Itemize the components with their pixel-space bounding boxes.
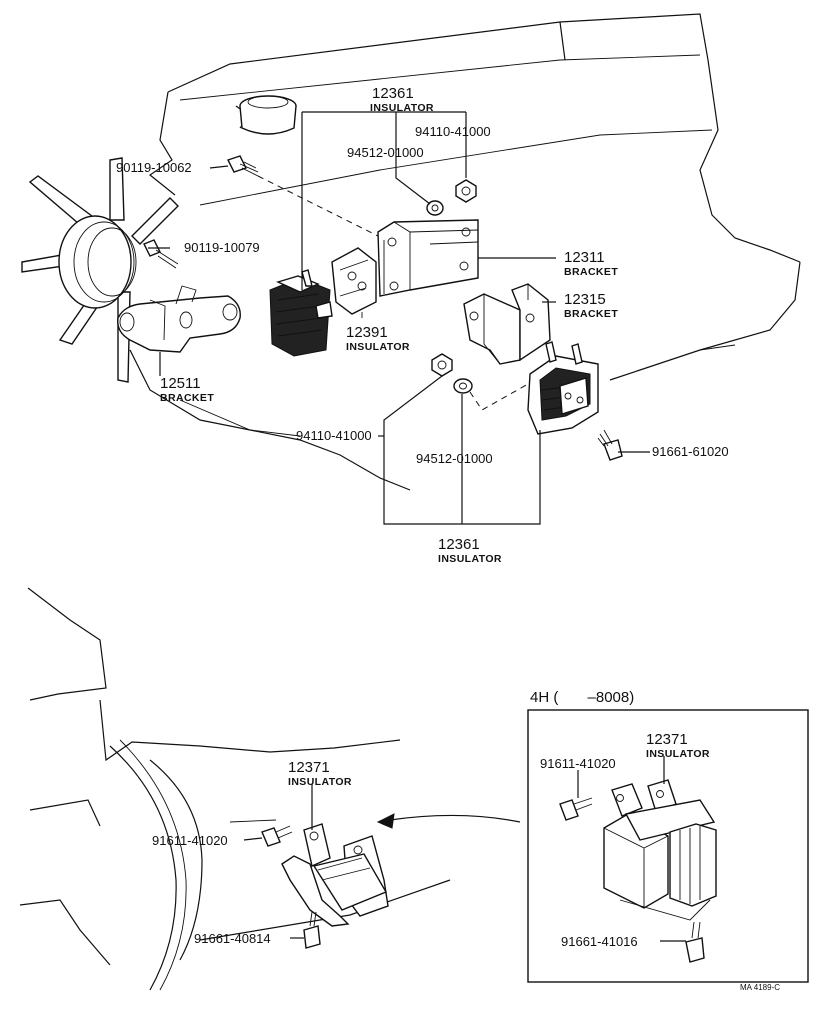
insulator-12371-main-icon bbox=[281, 823, 389, 927]
label-91611-41020-main: 91611-41020 bbox=[152, 833, 228, 848]
label-91661-40814: 91661-40814 bbox=[194, 931, 271, 946]
label-91611-41020-inset: 91611-41020 bbox=[540, 756, 616, 771]
bolt-91661-41016-icon bbox=[685, 921, 705, 963]
bolt-91611-inset-icon bbox=[559, 797, 593, 821]
label-12361-top-name: INSULATOR bbox=[370, 102, 434, 114]
bracket-12311-icon bbox=[377, 219, 479, 297]
bolt-91611-main-icon bbox=[261, 825, 293, 847]
leader-lines-lower bbox=[243, 784, 313, 939]
engine-outline-upper bbox=[129, 13, 801, 491]
label-90119-10079: 90119-10079 bbox=[184, 240, 260, 255]
insulator-12361-lower-icon bbox=[527, 341, 599, 435]
transmission-outline-lower bbox=[19, 587, 451, 991]
label-12511-name: BRACKET bbox=[160, 392, 214, 404]
washer-94512-lower-icon bbox=[453, 378, 473, 394]
label-94512-01000-top: 94512-01000 bbox=[347, 145, 424, 160]
label-94512-01000-lower: 94512-01000 bbox=[416, 451, 493, 466]
label-12371-main-name: INSULATOR bbox=[288, 776, 352, 788]
diagram-reference-code: MA 4189-C bbox=[740, 983, 780, 992]
bolt-91661-61020-icon bbox=[597, 429, 623, 461]
label-12391: 12391 bbox=[346, 324, 388, 341]
label-12311: 12311 bbox=[564, 249, 605, 266]
inset-panel-4h bbox=[527, 709, 809, 983]
leader-lines-inset bbox=[577, 756, 686, 942]
bolt-90119-10079-icon bbox=[143, 239, 179, 269]
bolt-91661-40814-icon bbox=[303, 911, 321, 949]
insulator-12371-inset-icon bbox=[603, 779, 717, 921]
bracket-12315-icon bbox=[463, 283, 551, 365]
cooling-fan bbox=[21, 157, 179, 383]
nut-94110-lower-icon bbox=[431, 353, 453, 377]
label-12361-lower: 12361 bbox=[438, 536, 480, 553]
label-12315-name: BRACKET bbox=[564, 308, 618, 320]
label-94110-41000-lower: 94110-41000 bbox=[296, 428, 372, 443]
label-12511: 12511 bbox=[160, 375, 201, 392]
label-12315: 12315 bbox=[564, 291, 606, 308]
label-91661-61020: 91661-61020 bbox=[652, 444, 729, 459]
label-90119-10062: 90119-10062 bbox=[116, 160, 192, 175]
bracket-12511-icon bbox=[117, 285, 241, 353]
label-12361-lower-name: INSULATOR bbox=[438, 553, 502, 565]
label-12371-inset-name: INSULATOR bbox=[646, 748, 710, 760]
nut-94110-top-icon bbox=[455, 179, 477, 203]
washer-94512-top-icon bbox=[426, 200, 444, 216]
inset-title: 4H ( –8008) bbox=[530, 689, 634, 706]
label-12371-main: 12371 bbox=[288, 759, 330, 776]
label-12311-name: BRACKET bbox=[564, 266, 618, 278]
label-12371-inset: 12371 bbox=[646, 731, 688, 748]
label-91661-41016: 91661-41016 bbox=[561, 934, 638, 949]
leader-lines-upper bbox=[148, 111, 650, 525]
label-12391-name: INSULATOR bbox=[346, 341, 410, 353]
label-94110-41000-top: 94110-41000 bbox=[415, 124, 491, 139]
inset-reference-arrow-icon bbox=[376, 813, 521, 829]
label-12361-top: 12361 bbox=[372, 85, 414, 102]
bolt-90119-10062-icon bbox=[227, 155, 259, 177]
insulator-12391-icon bbox=[269, 247, 377, 357]
radiator-cap bbox=[239, 95, 297, 135]
